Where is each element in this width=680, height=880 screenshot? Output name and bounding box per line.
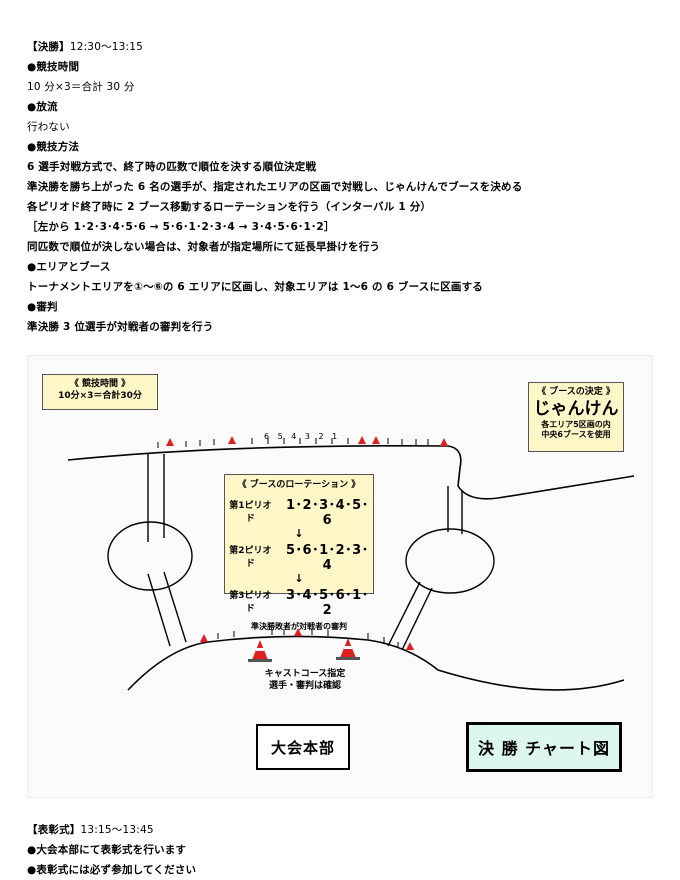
cast-note-line1: キャストコース指定 xyxy=(264,669,346,679)
footer-line-0-bold: 【表彰式】 xyxy=(27,824,81,836)
lines-line-12: トーナメントエリアを①～⑥の 6 エリアに区画し、対象エリアは 1～6 の 6 … xyxy=(27,280,483,294)
lines-line-4: 行わない xyxy=(27,120,70,134)
lines-line-3: ●放流 xyxy=(27,100,58,114)
footer-line-0-plain: 13:15～13:45 xyxy=(80,824,154,836)
lines-line-14: 準決勝 3 位選手が対戦者の審判を行う xyxy=(27,320,213,334)
lines-line-11: ●エリアとブース xyxy=(27,260,111,274)
lines-line-7-bold: 準決勝を勝ち上がった 6 名の選手が、指定されたエリアの区画で対戦し、じゃんけん… xyxy=(27,181,523,193)
lines-line-2: 10 分×3＝合計 30 分 xyxy=(27,80,135,94)
lines-line-6-bold: 6 選手対戦方式で、終了時の匹数で順位を決する順位決定戦 xyxy=(27,161,317,173)
rotation-label-1: 第1ピリオド xyxy=(229,501,272,524)
rotation-arrow-2: ↓ xyxy=(294,572,304,585)
lines-line-0-bold: 【決勝】 xyxy=(27,41,70,53)
lines-line-6: 6 選手対戦方式で、終了時の匹数で順位を決する順位決定戦 xyxy=(27,160,316,174)
lines-line-14-bold: 準決勝 3 位選手が対戦者の審判を行う xyxy=(27,321,214,333)
lines-line-9: ［左から 1･2･3･4･5･6 → 5･6･1･2･3･4 → 3･4･5･6… xyxy=(27,220,335,234)
booth-box-janken: じゃんけん xyxy=(533,399,619,419)
venue-diagram: 《 競技時間 》 10分×3＝合計30分 《 ブースの決定 》 じゃんけん 各エ… xyxy=(27,355,653,798)
lines-line-5-bold: ●競技方法 xyxy=(27,141,80,153)
lines-line-2-plain: 10 分×3＝合計 30 分 xyxy=(27,81,135,93)
lines-line-7: 準決勝を勝ち上がった 6 名の選手が、指定されたエリアの区画で対戦し、じゃんけん… xyxy=(27,180,522,194)
lines-line-13-bold: ●審判 xyxy=(27,301,58,313)
time-box-title: 《 競技時間 》 xyxy=(69,379,131,389)
rotation-row-1: 第1ピリオド 1･2･3･4･5･6 xyxy=(225,494,373,528)
footer-line-1-bold: ●大会本部にて表彰式を行います xyxy=(27,844,187,856)
lines-line-10-bold: 同匹数で順位が決しない場合は、対象者が指定場所にて延長早掛けを行う xyxy=(27,241,381,253)
lines-line-1-bold: ●競技時間 xyxy=(27,61,80,73)
booth-box-title: 《 ブースの決定 》 xyxy=(537,387,615,397)
lines-line-3-bold: ●放流 xyxy=(27,101,58,113)
lines-line-8: 各ピリオド終了時に 2 ブース移動するローテーションを行う（インターバル 1 分… xyxy=(27,200,431,214)
booth-box-note1: 各エリア5区画の内 xyxy=(541,420,611,429)
lines-line-11-bold: ●エリアとブース xyxy=(27,261,111,273)
rotation-seq-2: 5･6･1･2･3･4 xyxy=(285,543,369,573)
rotation-label-3: 第3ピリオド xyxy=(229,591,272,614)
lines-line-0-plain: 12:30～13:15 xyxy=(69,41,144,53)
lines-line-13: ●審判 xyxy=(27,300,58,314)
cast-course-note: キャストコース指定 選手・審判は確認 xyxy=(250,668,360,692)
footer-line-0: 【表彰式】13:15～13:45 xyxy=(27,823,154,837)
rotation-arrow-1: ↓ xyxy=(294,527,304,540)
hq-box: 大会本部 xyxy=(256,724,350,770)
footer-line-2-bold: ●表彰式には必ず参加してください xyxy=(27,864,197,876)
rotation-row-3: 第3ピリオド 3･4･5･6･1･2 xyxy=(225,584,373,618)
final-chart-box: 決 勝 チャート図 xyxy=(466,722,622,772)
lines-line-5: ●競技方法 xyxy=(27,140,79,154)
lines-line-9-bold: ［左から 1･2･3･4･5･6 → 5･6･1･2･3･4 → 3･4･5･6… xyxy=(27,221,335,233)
time-box: 《 競技時間 》 10分×3＝合計30分 xyxy=(42,374,158,410)
lines-line-1: ●競技時間 xyxy=(27,60,79,74)
venue-map xyxy=(67,436,635,691)
lines-line-0: 【決勝】12:30～13:15 xyxy=(27,40,143,54)
rotation-title: 《 ブースのローテーション 》 xyxy=(237,480,361,490)
lines-line-10: 同匹数で順位が決しない場合は、対象者が指定場所にて延長早掛けを行う xyxy=(27,240,380,254)
footer-line-1: ●大会本部にて表彰式を行います xyxy=(27,843,186,857)
booth-numbers: 6 5 4 3 2 1 xyxy=(264,432,341,441)
rotation-seq-3: 3･4･5･6･1･2 xyxy=(285,588,369,618)
rotation-seq-1: 1･2･3･4･5･6 xyxy=(285,498,369,528)
rotation-box: 《 ブースのローテーション 》 第1ピリオド 1･2･3･4･5･6 ↓ 第2ピ… xyxy=(224,474,374,631)
footer-line-2: ●表彰式には必ず参加してください xyxy=(27,863,196,877)
time-box-value: 10分×3＝合計30分 xyxy=(58,391,142,401)
rotation-label-2: 第2ピリオド xyxy=(229,546,272,569)
lines-line-12-bold: トーナメントエリアを①～⑥の 6 エリアに区画し、対象エリアは 1～6 の 6 … xyxy=(27,281,484,293)
booth-decision-box: 《 ブースの決定 》 じゃんけん 各エリア5区画の内 中央6ブースを使用 xyxy=(528,382,624,452)
rotation-note: 準決勝敗者が対戦者の審判 xyxy=(251,622,347,631)
rotation-row-2: 第2ピリオド 5･6･1･2･3･4 xyxy=(225,539,373,573)
lines-line-8-bold: 各ピリオド終了時に 2 ブース移動するローテーションを行う（インターバル 1 分… xyxy=(27,201,432,213)
lines-line-4-plain: 行わない xyxy=(27,121,70,133)
booth-box-note2: 中央6ブースを使用 xyxy=(541,430,611,439)
cast-note-line2: 選手・審判は確認 xyxy=(268,681,341,691)
